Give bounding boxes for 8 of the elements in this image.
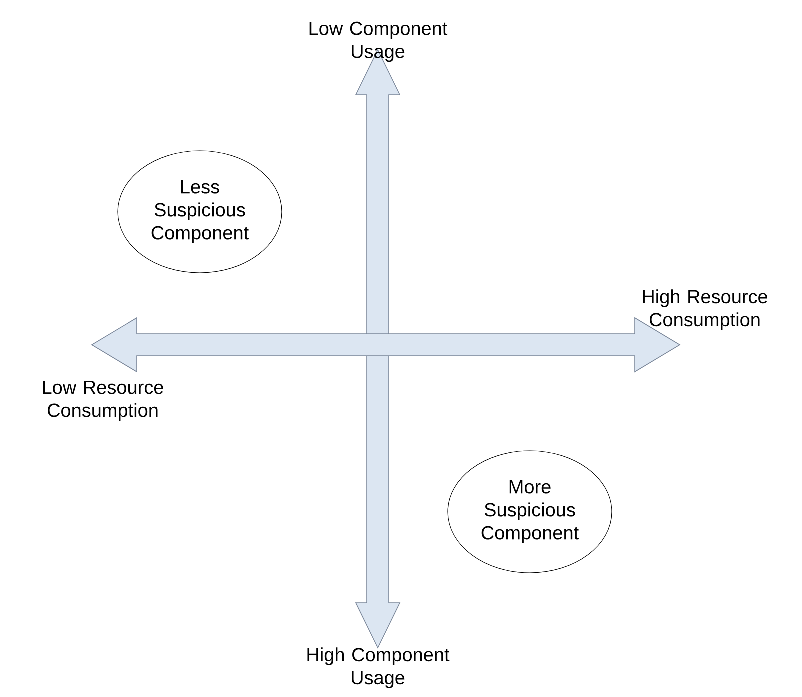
node-text: More Suspicious Component xyxy=(482,480,579,544)
ellipse-node xyxy=(118,150,282,274)
axis-label: High Resource Consumption xyxy=(643,290,768,330)
axis-label: High Component Usage xyxy=(308,648,450,688)
ellipse-node xyxy=(448,450,612,574)
node-text: Less Suspicious Component xyxy=(152,180,249,244)
axis-label: Low Resource Consumption xyxy=(43,381,164,421)
axis-label: Low Component Usage xyxy=(310,22,448,62)
